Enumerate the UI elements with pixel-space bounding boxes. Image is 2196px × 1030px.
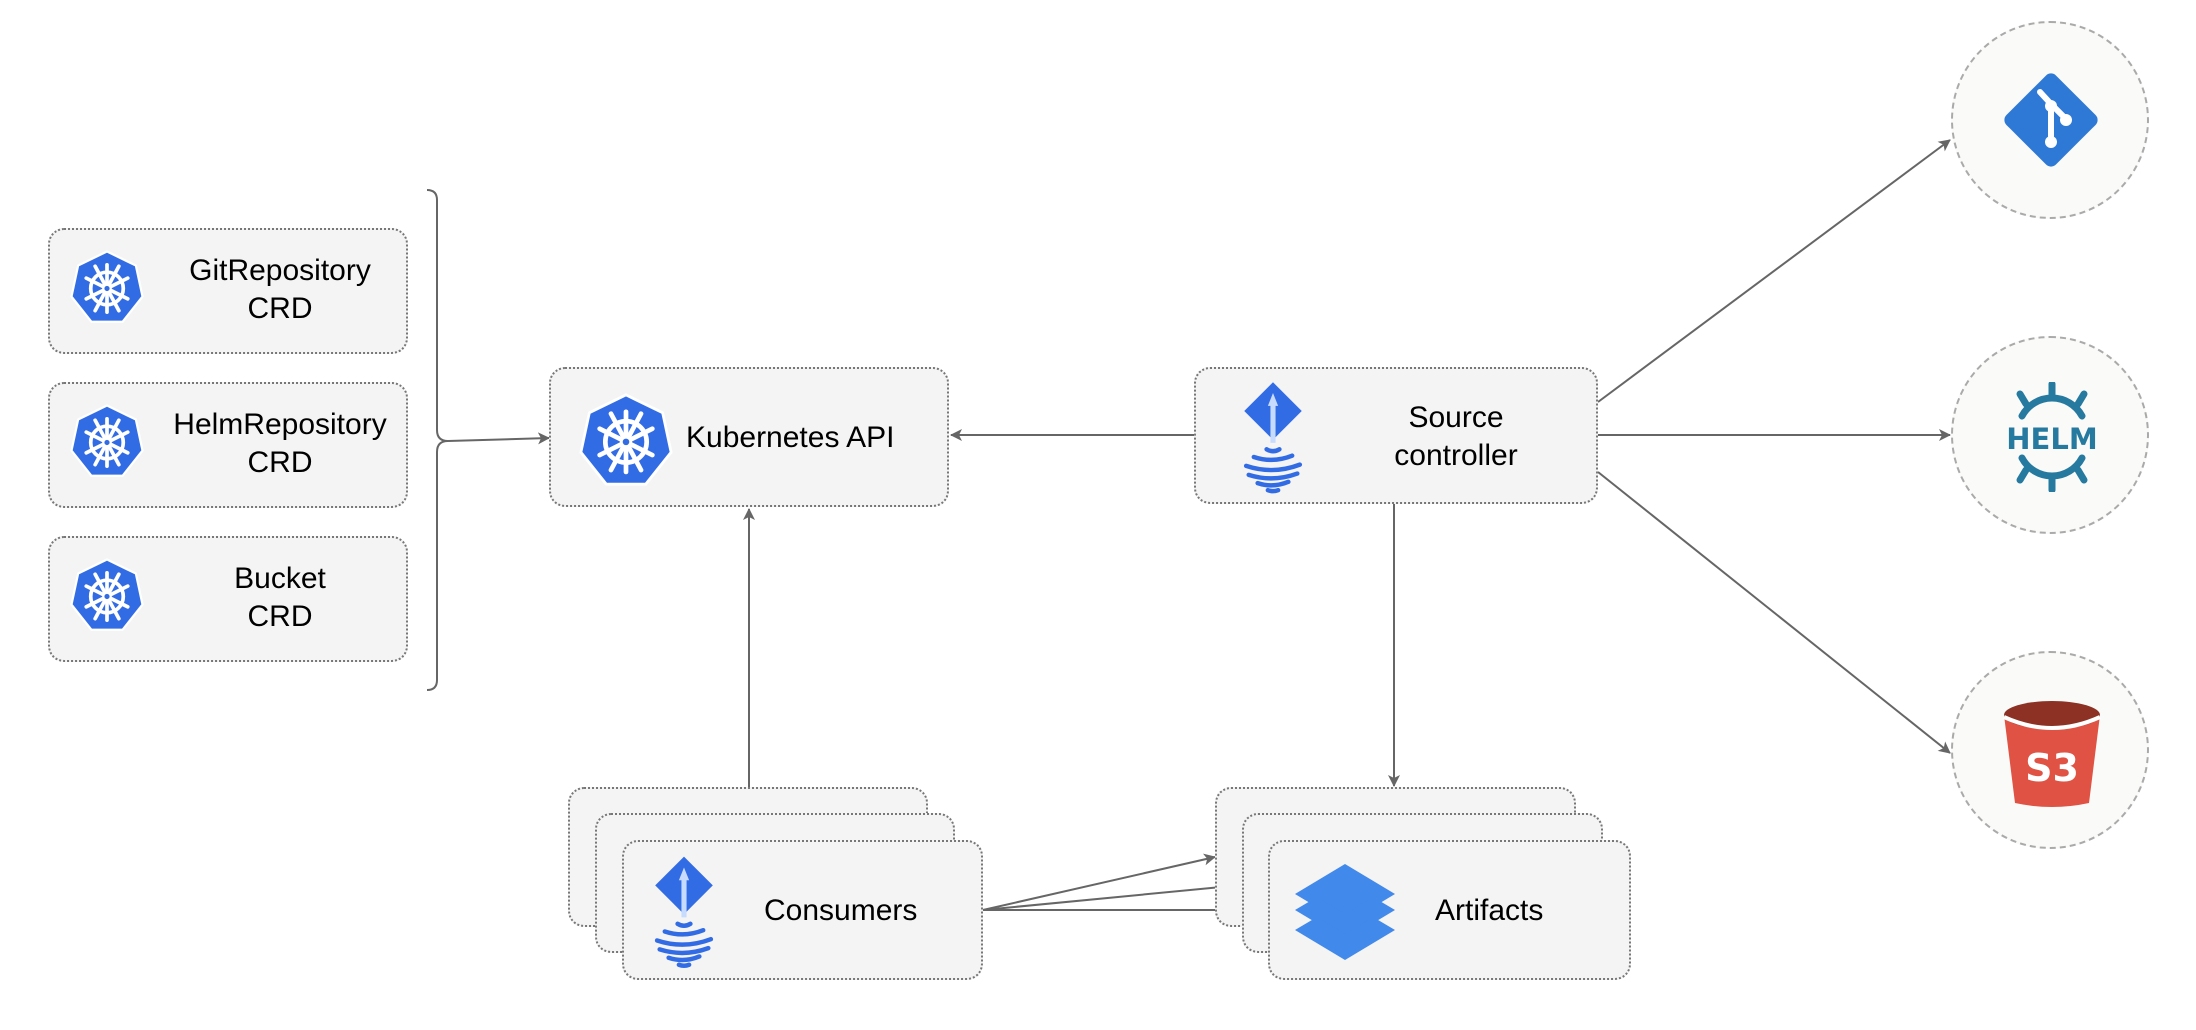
consumers-node: Consumers <box>622 840 983 980</box>
node-sublabel: CRD <box>247 292 313 325</box>
kubernetes-api-node: Kubernetes API <box>549 367 949 507</box>
git-source-node <box>1951 21 2149 219</box>
s3-source-node: S3 <box>1951 651 2149 849</box>
flux-icon <box>652 852 716 970</box>
bucket-crd-node: Bucket CRD <box>48 536 408 662</box>
edge-crds-to-k8s-api <box>447 432 550 445</box>
helmrepository-crd-node: HelmRepository CRD <box>48 382 408 508</box>
edge-consumers-to-artifact-1 <box>982 853 1216 911</box>
node-label: Bucket <box>234 562 326 595</box>
s3-bucket-icon: S3 <box>2003 701 2101 807</box>
layers-icon <box>1295 864 1395 960</box>
kubernetes-icon <box>579 393 673 487</box>
node-sublabel: CRD <box>247 446 313 479</box>
source-controller-node: Source controller <box>1194 367 1598 504</box>
gitrepository-crd-node: GitRepository CRD <box>48 228 408 354</box>
kubernetes-icon <box>70 404 144 478</box>
node-sublabel: CRD <box>247 600 313 633</box>
helm-source-node: HELM <box>1951 336 2149 534</box>
node-label: Artifacts <box>1435 894 1544 927</box>
edge-source-to-git <box>1597 139 1951 403</box>
node-label: GitRepository <box>189 254 371 287</box>
git-icon <box>2004 73 2098 167</box>
kubernetes-icon <box>70 250 144 324</box>
node-label: HelmRepository <box>173 408 387 441</box>
node-label: Kubernetes API <box>686 421 895 454</box>
node-label: Source <box>1408 401 1504 434</box>
s3-logo-text: S3 <box>2025 746 2079 790</box>
artifacts-node: Artifacts <box>1268 840 1631 980</box>
helm-icon: HELM <box>2006 382 2098 492</box>
kubernetes-icon <box>70 558 144 632</box>
edge-consumers-to-artifact-2 <box>982 880 1243 911</box>
helm-logo-text: HELM <box>2006 422 2097 456</box>
edge-source-to-s3 <box>1597 471 1951 754</box>
flux-icon <box>1241 379 1305 494</box>
node-label: Consumers <box>764 894 918 927</box>
crd-brace <box>426 189 449 691</box>
node-sublabel: controller <box>1394 439 1518 472</box>
